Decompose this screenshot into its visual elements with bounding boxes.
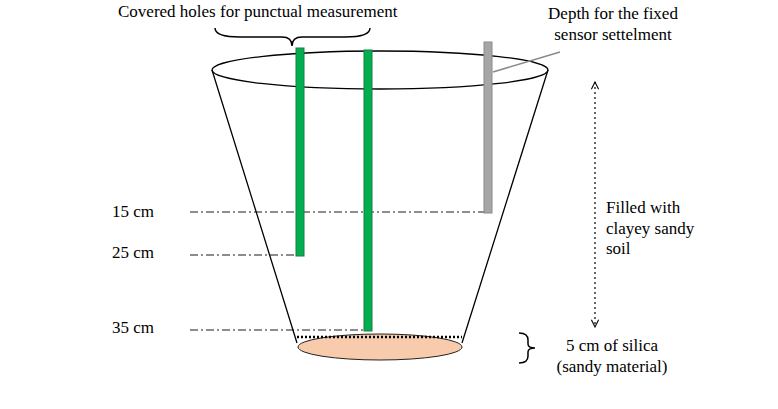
leader-line	[493, 52, 560, 72]
sensor-hole	[364, 50, 372, 331]
callout-text: 5 cm of silica (sandy material)	[543, 336, 681, 377]
pot-wall	[212, 70, 548, 343]
fill-depth-arrow	[594, 82, 595, 327]
holes-brace	[215, 28, 370, 46]
silica-brace	[519, 333, 535, 363]
layer-boundary	[297, 336, 462, 339]
silica-layer	[298, 334, 462, 360]
depth-line	[190, 212, 484, 213]
depth-line	[190, 330, 364, 331]
callout-text: Covered holes for punctual measurement	[118, 2, 397, 23]
sensor-hole	[296, 48, 304, 256]
fixed-sensor	[484, 42, 492, 213]
callout-text: Filled with clayey sandy soil	[606, 198, 712, 260]
depth-line	[190, 255, 297, 256]
depth-label: 15 cm	[112, 202, 154, 223]
depth-label: 35 cm	[112, 318, 154, 339]
callout-text: Depth for the fixed sensor settelment	[538, 4, 688, 45]
depth-label: 25 cm	[112, 243, 154, 264]
